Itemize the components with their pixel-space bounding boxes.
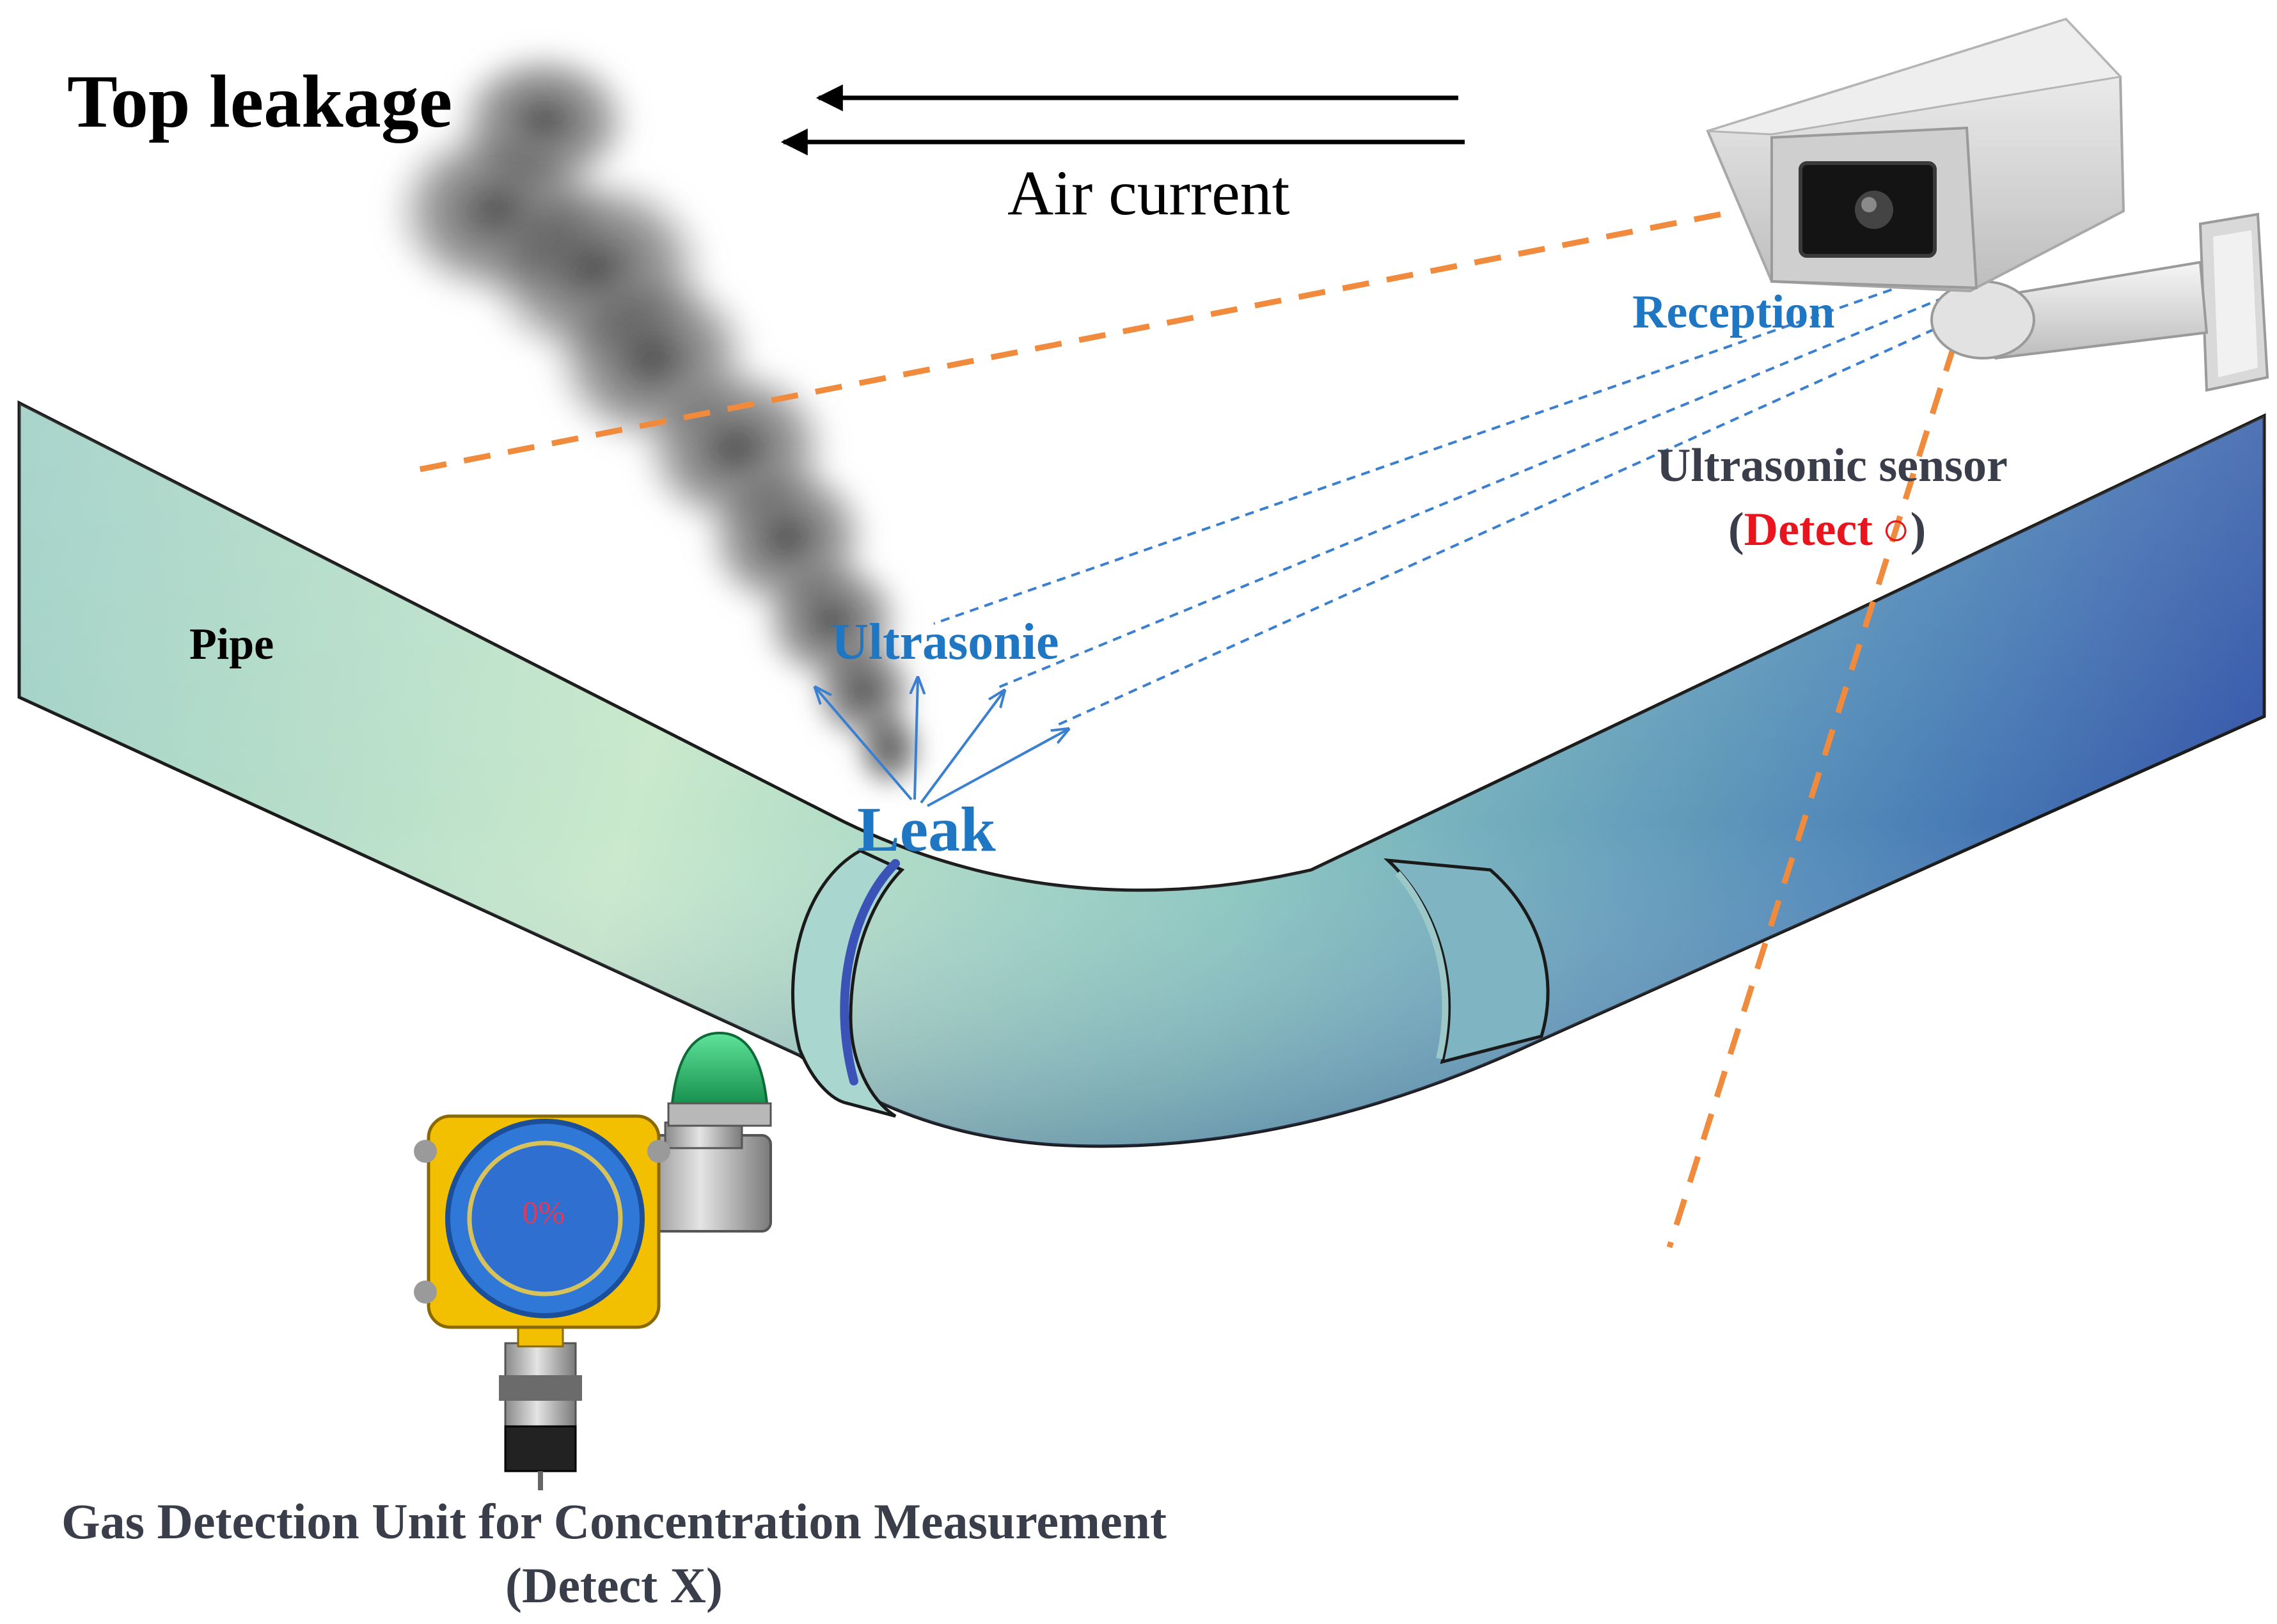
air-current-label: Air current [1007,157,1290,228]
status-detect-text: Detect [1744,503,1873,556]
air-current-arrows [780,84,1465,155]
ultrasonic-camera-icon [1706,17,2269,392]
ultrasonic-label: Ultrasonie [831,614,1059,670]
pipe [17,400,2266,1148]
status-open-paren: ( [1728,503,1744,556]
gas-unit-label: Gas Detection Unit for Concentration Mea… [61,1494,1167,1549]
ultrasonic-sensor-label: Ultrasonic sensor [1657,439,2008,492]
gas-unit-status: (Detect X) [505,1557,723,1613]
smoke-plume-icon [384,45,927,793]
leak-label: Leak [857,794,996,865]
ultrasonic-wave-lines [933,283,1977,727]
gas-detector-icon [414,1031,772,1490]
beacon-light [670,1031,769,1111]
diagram-title: Top leakage [67,59,452,143]
reception-label: Reception [1632,286,1835,338]
leak-emission-arrows [815,678,1068,807]
pipe-label: Pipe [189,620,274,669]
status-close-paren: ) [1911,503,1926,556]
ultrasonic-sensor-status: (Detect○) [1728,503,1926,556]
sensor-beam-lines [415,211,1957,1249]
gauge-reading: 0% [523,1194,565,1230]
status-detect-mark: ○ [1882,503,1911,556]
